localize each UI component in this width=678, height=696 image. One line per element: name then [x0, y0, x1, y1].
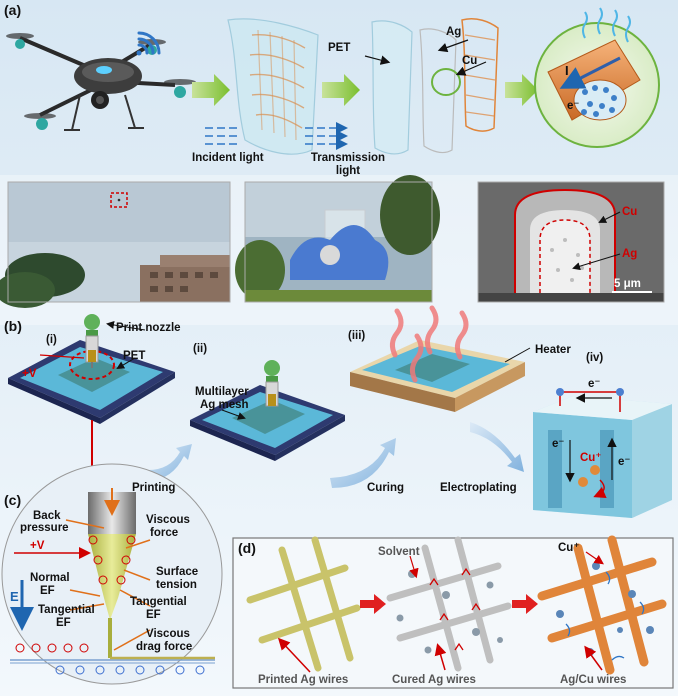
sem-label-ag: Ag [622, 248, 638, 260]
sem-label-cu: Cu [622, 206, 638, 218]
label-multilayer: Multilayer [195, 386, 249, 398]
wire-zoom-circle [534, 7, 660, 148]
label-surface-1: Surface [156, 566, 199, 578]
taylor-cone-circle [1, 463, 223, 685]
label-cured-ag: Cured Ag wires [392, 674, 476, 686]
label-back: Back [33, 510, 61, 522]
label-voltage-b: +V [22, 368, 37, 380]
arrow-label-electroplating: Electroplating [440, 482, 517, 494]
label-transmission-1: Transmission [310, 152, 386, 164]
label-electron-a: e⁻ [567, 100, 580, 112]
label-voltage-c: +V [30, 540, 45, 552]
arrow-label-curing: Curing [367, 482, 405, 494]
step-iv-label: (iv) [586, 352, 604, 364]
photo-hand-holding-film [235, 175, 440, 303]
sem-scale-bar: 5 μm [614, 278, 641, 290]
label-solvent: Solvent [378, 546, 420, 558]
label-pet-a: PET [328, 42, 351, 54]
label-cu-ion-d: Cu⁺ [558, 542, 580, 554]
panel-c-label: (c) [4, 492, 22, 508]
substrate-step-ii [190, 385, 345, 461]
label-printed-ag: Printed Ag wires [258, 674, 349, 686]
panel-d-label: (d) [238, 540, 256, 556]
label-current: I [565, 63, 569, 78]
panel-a-label: (a) [4, 2, 22, 18]
process-arrows-a [192, 74, 538, 106]
label-agcu: Ag/Cu wires [560, 674, 627, 686]
label-cu-a: Cu [462, 55, 478, 67]
label-tangential-left-1: Tangential [38, 604, 95, 616]
label-electron-left: e⁻ [552, 438, 565, 450]
label-electric-field: E [10, 589, 19, 604]
photo-sky [0, 181, 231, 308]
step-iii-label: (iii) [348, 330, 366, 342]
exploded-layers [364, 17, 499, 155]
label-cu-ion-b: Cu⁺ [580, 452, 602, 464]
label-transmission-2: light [335, 165, 361, 177]
label-viscous-1: Viscous [146, 514, 190, 526]
panel-b-label: (b) [4, 318, 22, 334]
label-print-nozzle: Print nozzle [116, 322, 181, 334]
arrow-label-printing: Printing [132, 482, 176, 494]
label-normal-1: Normal [30, 572, 70, 584]
transparent-film [227, 18, 319, 155]
light-rays [205, 122, 348, 150]
label-pressure: pressure [20, 522, 69, 534]
label-ag-a: Ag [446, 26, 462, 38]
label-electron-top: e⁻ [588, 378, 601, 390]
label-ag-mesh: Ag mesh [200, 399, 249, 411]
label-heater: Heater [535, 344, 571, 356]
heater-step-iii [350, 305, 531, 412]
label-tangential-right-2: EF [146, 609, 161, 621]
label-tangential-right-1: Tangential [130, 596, 187, 608]
step-ii-label: (ii) [193, 343, 208, 355]
drone-illustration [6, 33, 196, 131]
label-drag-1: Viscous [146, 628, 190, 640]
label-electron-right: e⁻ [618, 456, 631, 468]
step-i-label: (i) [46, 334, 57, 346]
print-nozzle-i [84, 314, 100, 368]
wire-mesh-panel [232, 535, 674, 689]
electroplating-bath [533, 388, 672, 518]
label-pet-b: PET [123, 350, 146, 362]
label-drag-2: drag force [136, 641, 193, 653]
label-surface-2: tension [156, 579, 197, 591]
wifi-icon [136, 31, 161, 56]
sem-cross-section [477, 181, 665, 303]
label-viscous-2: force [150, 527, 179, 539]
label-incident-light: Incident light [192, 152, 264, 164]
label-normal-2: EF [40, 585, 55, 597]
print-nozzle-ii [264, 360, 280, 407]
process-arrows-b [148, 422, 524, 488]
label-tangential-left-2: EF [56, 617, 71, 629]
